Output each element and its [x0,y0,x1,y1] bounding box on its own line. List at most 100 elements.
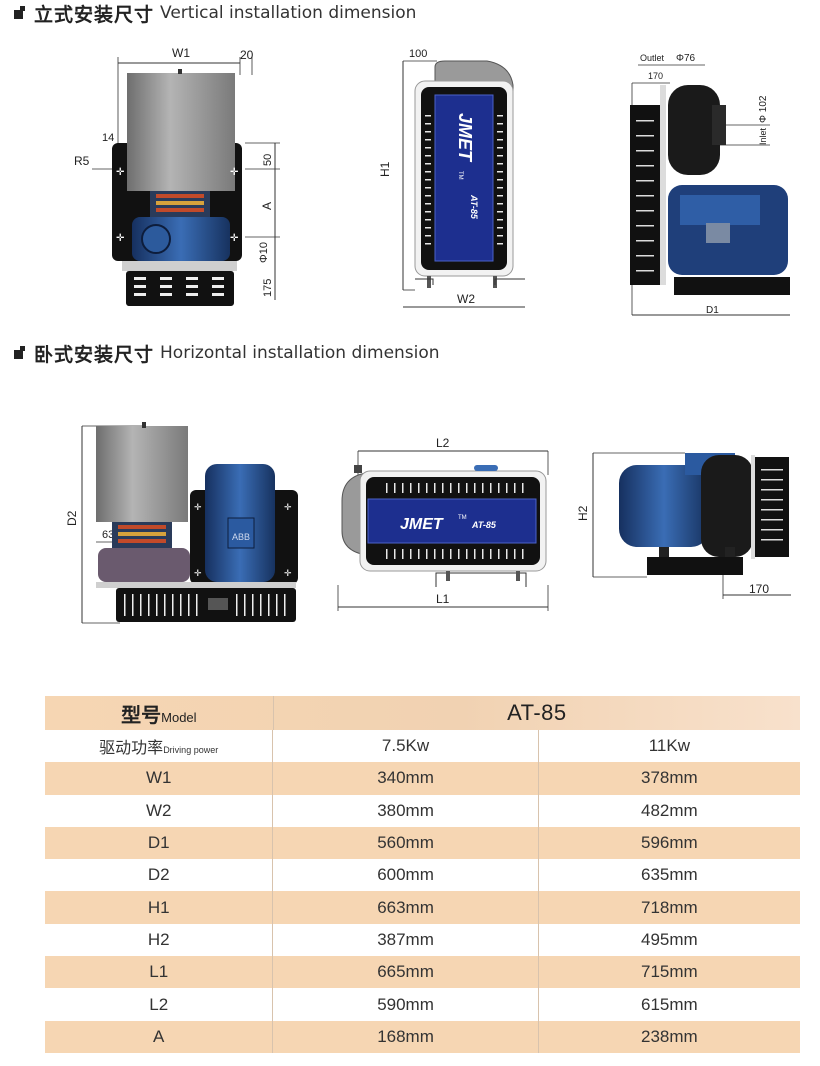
dim-50: 50 [262,154,274,166]
row-v2: 715mm [537,956,800,989]
horizontal-section-title: 卧式安装尺寸 Horizontal installation dimension [14,340,440,366]
table-row: D1 560mm 596mm [45,826,800,860]
dim-r5: R5 [74,154,90,168]
dim-phi102: Φ 102 [758,95,769,123]
dim-100: 100 [409,48,427,60]
dim-170-rear: 170 [648,71,663,81]
row-v2: 596mm [537,826,800,860]
svg-text:✛: ✛ [116,233,125,244]
power-label-en: Driving power [163,745,219,756]
row-v1: 590mm [272,988,537,1021]
row-v2: 635mm [537,859,800,892]
brand-tm-h: TM [458,515,467,521]
power-v1: 7.5Kw [272,730,537,763]
horizontal-center-drawing: L2 L1 JMET TM AT-85 [337,436,549,611]
dim-l2: L2 [436,436,450,450]
row-label: L1 [149,962,169,982]
table-row: D2 600mm 635mm [45,859,800,892]
vertical-title-en: Vertical installation dimension [160,3,417,23]
svg-text:✛: ✛ [116,167,125,178]
table-row: L2 590mm 615mm [45,988,800,1021]
row-label: H1 [147,897,170,917]
row-v2: 615mm [537,988,800,1021]
dim-d1: D1 [706,305,719,316]
svg-text:✛: ✛ [194,503,202,513]
abb-label: ABB [232,532,250,542]
header-label-en: Model [161,709,197,725]
row-v2: 718mm [537,891,800,924]
dim-a: A [260,202,274,210]
horizontal-title-en: Horizontal installation dimension [160,343,440,363]
dim-l1: L1 [436,592,450,606]
dim-phi10: Φ10 [258,242,270,263]
dim-d2: D2 [65,510,79,526]
power-v2: 11Kw [537,730,800,763]
row-v2: 495mm [537,923,800,957]
svg-text:✛: ✛ [230,167,239,178]
dim-h2: H2 [576,505,590,521]
brand-jmet-h: JMET [400,516,444,533]
power-label: 驱动功率Driving power [45,734,272,758]
dim-14: 14 [102,132,114,144]
header-label-zh: 型号 [121,702,162,727]
dim-phi76: Φ76 [676,53,696,64]
table-row: W2 380mm 482mm [45,794,800,827]
brand-jmet: JMET [455,113,475,163]
model-label-h: AT-85 [471,520,497,530]
table-row: A 168mm 238mm [45,1020,800,1053]
row-label: H2 [147,929,170,949]
table-row: L1 665mm 715mm [45,956,800,989]
header-label: 型号Model [45,699,273,728]
brand-tm: TM [457,171,463,180]
dim-w2: W2 [457,292,475,306]
row-v2: 482mm [537,794,800,827]
svg-text:✛: ✛ [194,569,202,579]
table-row: W1 340mm 378mm [45,762,800,795]
spec-table: 型号Model AT-85 驱动功率Driving power 7.5Kw 11… [45,696,800,1053]
section-bullet-icon [14,6,28,20]
vertical-rear-drawing: Outlet Φ76 170 D1 Φ 102 Inlet [630,53,790,316]
row-v1: 380mm [272,794,537,827]
row-label: L2 [149,994,169,1014]
svg-text:✛: ✛ [284,569,292,579]
label-inlet: Inlet [758,127,768,145]
vertical-section-title: 立式安装尺寸 Vertical installation dimension [14,0,416,26]
table-row: H2 387mm 495mm [45,923,800,957]
power-label-zh: 驱动功率 [99,738,164,758]
dim-20: 20 [240,48,254,62]
row-v1: 560mm [272,826,537,860]
row-v1: 340mm [272,762,537,795]
row-label: D2 [147,865,170,885]
row-v1: 663mm [272,891,537,924]
dim-175: 175 [262,279,274,297]
horizontal-right-drawing: H2 170 [576,452,791,599]
row-label: D1 [147,833,170,853]
label-outlet: Outlet [640,53,665,63]
header-model: AT-85 [272,696,800,730]
table-row-power: 驱动功率Driving power 7.5Kw 11Kw [45,730,800,763]
row-v1: 387mm [272,923,537,957]
svg-text:✛: ✛ [284,503,292,513]
horizontal-title-zh: 卧式安装尺寸 [34,343,155,366]
row-v1: 600mm [272,859,537,892]
section-bullet-icon [14,346,28,360]
vertical-title-zh: 立式安装尺寸 [34,3,155,26]
dim-170-h: 170 [749,582,769,596]
model-label: AT-85 [469,194,479,220]
row-v1: 665mm [272,956,537,989]
row-label: A [153,1026,165,1046]
vertical-front-drawing: W1 20 14 R5 50 A Φ10 175 ✛ ✛ ✛ ✛ [74,46,280,306]
row-v2: 238mm [537,1020,800,1053]
row-v2: 378mm [537,762,800,795]
table-row: H1 663mm 718mm [45,891,800,924]
table-header: 型号Model AT-85 [45,696,800,730]
vertical-side-drawing: 100 H1 W2 JMET TM AT-85 [378,48,525,308]
row-v1: 168mm [272,1020,537,1053]
svg-text:✛: ✛ [230,233,239,244]
dim-63: 63 [102,529,114,541]
row-label: W1 [145,768,172,788]
dim-h1: H1 [378,161,392,177]
horizontal-left-drawing: D2 63 ABB ✛ ✛ ✛ ✛ [65,422,298,624]
dim-w1: W1 [172,46,190,60]
row-label: W2 [145,800,172,820]
